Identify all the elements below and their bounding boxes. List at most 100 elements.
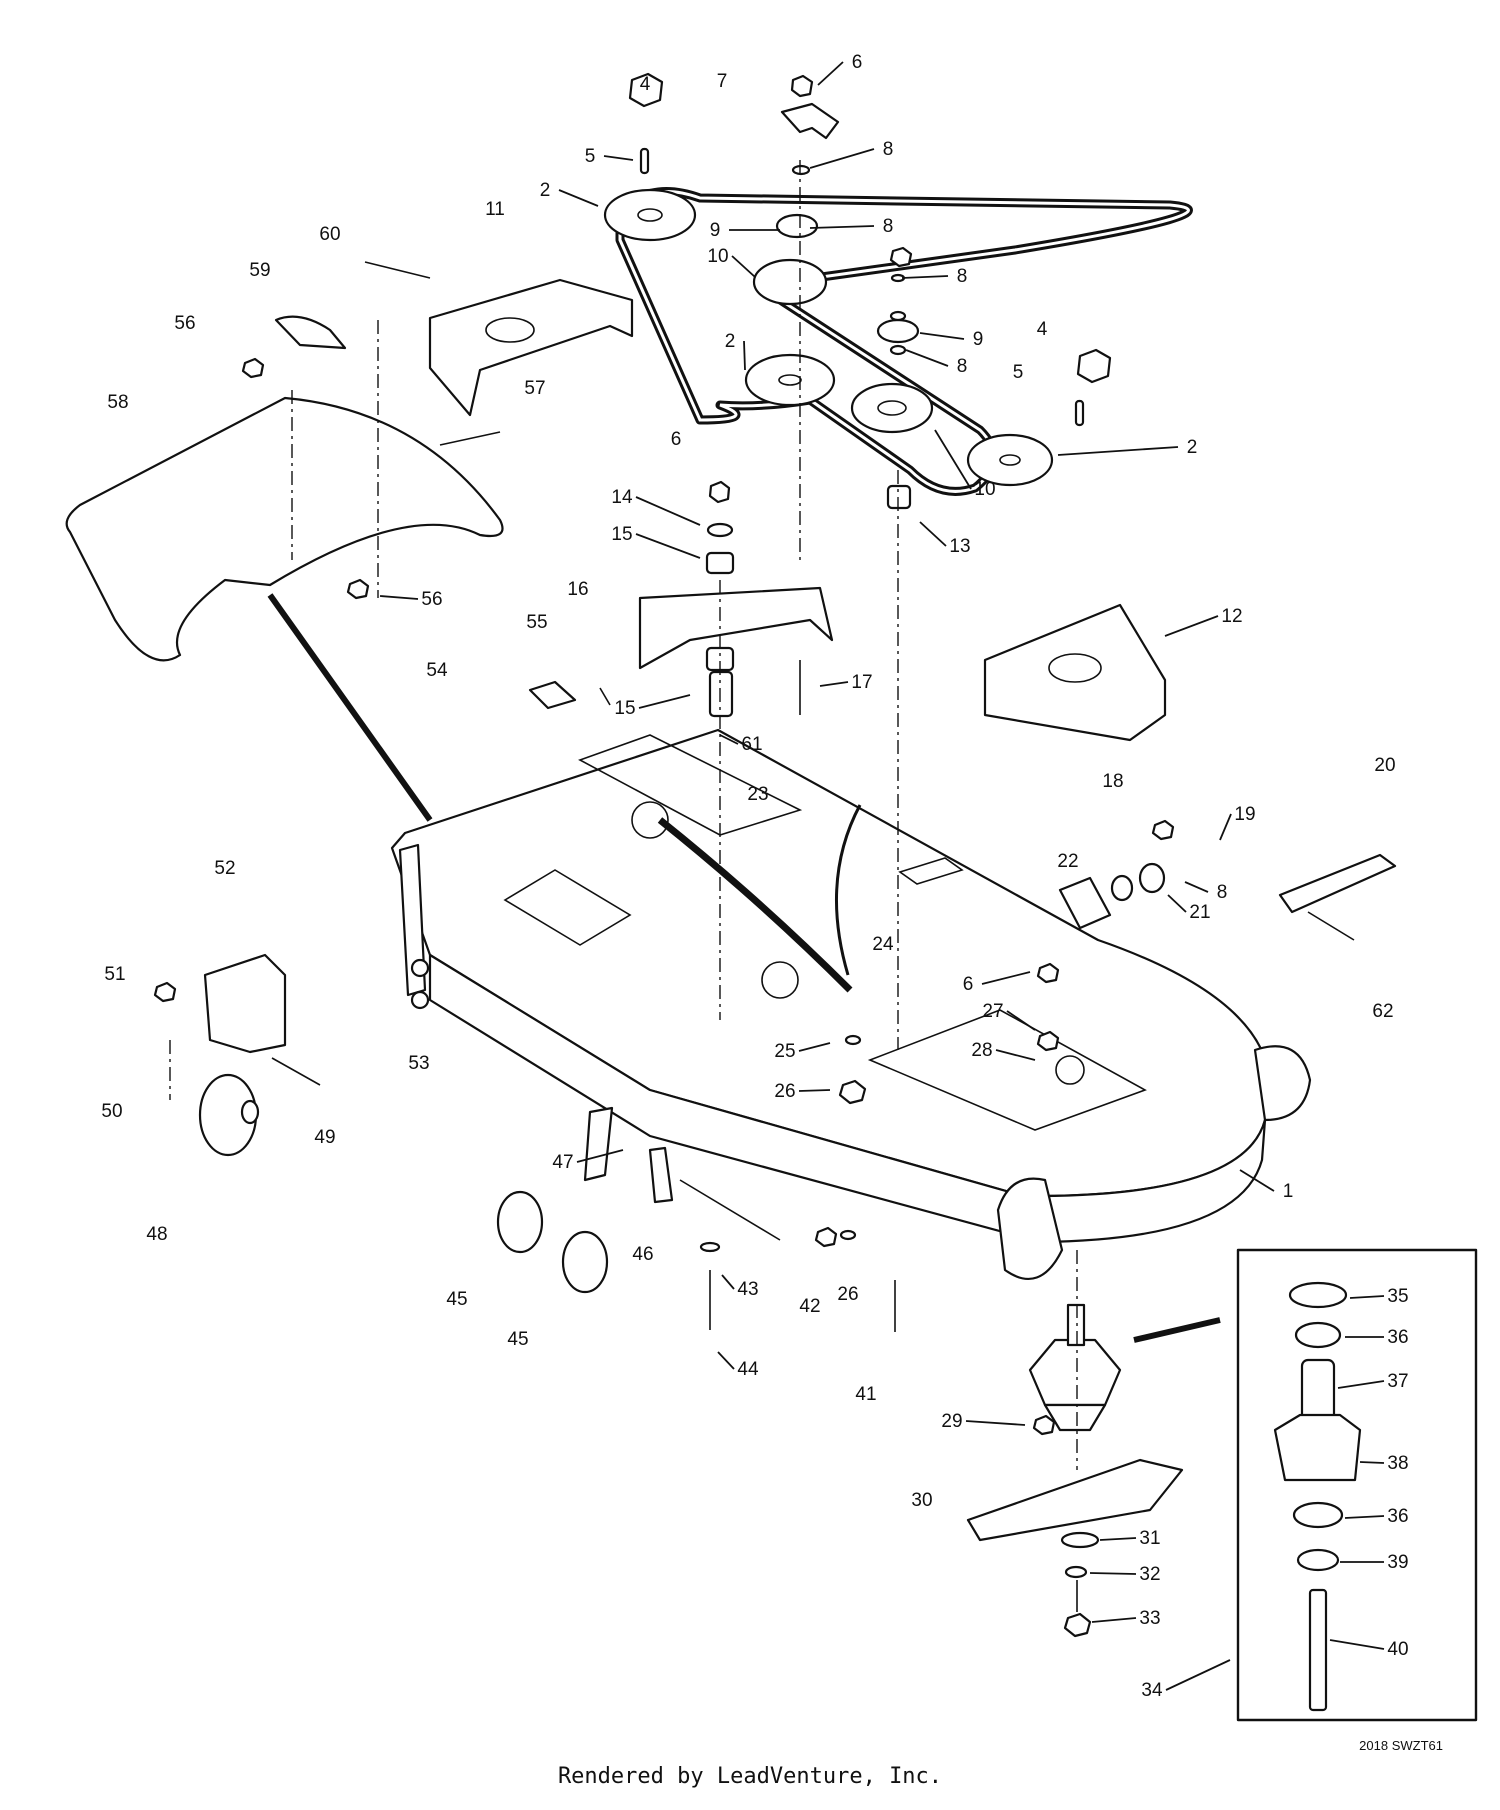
drawing-code: 2018 SWZT61 <box>1359 1738 1443 1753</box>
callout-c23: 23 <box>747 784 768 805</box>
callout-c2b: 2 <box>725 331 736 352</box>
callout-c12: 12 <box>1221 606 1242 627</box>
leader-c26a <box>798 1089 831 1092</box>
leader-c1 <box>1239 1169 1275 1192</box>
callout-c30: 30 <box>911 1490 932 1511</box>
front-baffle <box>428 278 634 417</box>
leader-c8d <box>905 349 949 367</box>
callout-c8e: 8 <box>1217 882 1228 903</box>
leader-c37 <box>1337 1380 1385 1389</box>
callout-c36a: 36 <box>1387 1327 1408 1348</box>
callout-c14: 14 <box>611 487 633 508</box>
callout-c6a: 6 <box>852 52 863 73</box>
callout-c41: 41 <box>855 1384 876 1405</box>
callout-c52: 52 <box>214 858 235 879</box>
callout-c31: 31 <box>1139 1528 1160 1549</box>
leader-c25 <box>798 1042 831 1052</box>
callout-c55: 55 <box>526 612 547 633</box>
leader-c32 <box>1089 1572 1137 1575</box>
leader-c38 <box>1359 1461 1385 1464</box>
callout-c10a: 10 <box>707 246 728 267</box>
leader-c33 <box>1091 1617 1137 1623</box>
callout-c61: 61 <box>741 734 762 755</box>
mower-deck <box>390 728 1312 1280</box>
callout-c20: 20 <box>1374 755 1395 776</box>
leader-c10a <box>731 255 756 278</box>
callout-c27: 27 <box>982 1001 1003 1022</box>
leader-c6a <box>817 61 844 86</box>
leader-c15a <box>635 533 701 559</box>
discharge-chute <box>65 396 504 662</box>
callout-c44: 44 <box>737 1359 759 1380</box>
callout-c8b: 8 <box>883 216 894 237</box>
callout-c8c: 8 <box>957 266 968 287</box>
leader-c5a <box>603 155 634 161</box>
leader-c27 <box>1006 1010 1036 1031</box>
callout-labels: 1222445566678888899101011121314151516171… <box>101 52 1408 1701</box>
callout-c34: 34 <box>1141 1680 1163 1701</box>
leader-c35 <box>1349 1295 1385 1299</box>
callout-c15b: 15 <box>614 698 635 719</box>
inset-spindle-detail <box>1133 1248 1478 1722</box>
leader-c13 <box>919 521 947 547</box>
callout-c24: 24 <box>872 934 894 955</box>
callout-c40: 40 <box>1387 1639 1408 1660</box>
callout-c58: 58 <box>107 392 128 413</box>
callout-c45a: 45 <box>446 1289 467 1310</box>
callout-c5b: 5 <box>1013 362 1024 383</box>
callout-c6b: 6 <box>671 429 682 450</box>
callout-c17: 17 <box>851 672 872 693</box>
footer-credit: Rendered by LeadVenture, Inc. <box>557 1764 943 1789</box>
leader-c8b <box>809 225 875 229</box>
callout-c21: 21 <box>1189 902 1210 923</box>
callout-c43: 43 <box>737 1279 758 1300</box>
callout-c7: 7 <box>717 71 728 92</box>
leader-c31 <box>1099 1537 1137 1541</box>
leader-c6c <box>981 971 1031 985</box>
spindle-assembly <box>966 1303 1184 1638</box>
callout-c38: 38 <box>1387 1453 1408 1474</box>
leader-c8c <box>901 275 949 279</box>
callout-c56b: 56 <box>421 589 442 610</box>
callout-c48: 48 <box>146 1224 167 1245</box>
leader-c19 <box>1219 813 1232 841</box>
callout-c6c: 6 <box>963 974 974 995</box>
callout-c45b: 45 <box>507 1329 528 1350</box>
callout-c4b: 4 <box>1037 319 1048 340</box>
callout-c53: 53 <box>408 1053 429 1074</box>
callout-c8d: 8 <box>957 356 968 377</box>
leader-c14 <box>635 496 701 526</box>
callout-c59: 59 <box>249 260 270 281</box>
leader-c2b <box>743 340 746 371</box>
callout-c18: 18 <box>1102 771 1123 792</box>
callout-c46: 46 <box>632 1244 653 1265</box>
callout-c50: 50 <box>101 1101 122 1122</box>
callout-c4a: 4 <box>640 74 651 95</box>
leader-c10b <box>934 429 972 490</box>
callout-leaders <box>379 61 1385 1691</box>
callout-c28: 28 <box>971 1040 992 1061</box>
callout-c5a: 5 <box>585 146 596 167</box>
callout-c15a: 15 <box>611 524 632 545</box>
callout-c11: 11 <box>485 199 505 220</box>
hardware <box>153 72 1397 1332</box>
callout-c2a: 2 <box>540 180 551 201</box>
belt-system <box>603 187 1193 510</box>
leader-c56b <box>379 595 419 600</box>
leader-c43 <box>721 1274 735 1290</box>
leader-c34 <box>1165 1659 1231 1691</box>
leader-c8a <box>809 148 875 169</box>
callout-c56a: 56 <box>174 313 195 334</box>
leader-c61 <box>719 734 739 745</box>
callout-c10b: 10 <box>974 479 995 500</box>
callout-c26a: 26 <box>774 1081 795 1102</box>
callout-c32: 32 <box>1139 1564 1160 1585</box>
callout-c54: 54 <box>426 660 448 681</box>
callout-c9b: 9 <box>973 329 984 350</box>
callout-c29: 29 <box>941 1411 962 1432</box>
callout-c9a: 9 <box>710 220 721 241</box>
callout-c33: 33 <box>1139 1608 1160 1629</box>
leader-c44 <box>717 1351 735 1370</box>
leader-c9b <box>919 332 965 340</box>
callout-c42: 42 <box>799 1296 820 1317</box>
